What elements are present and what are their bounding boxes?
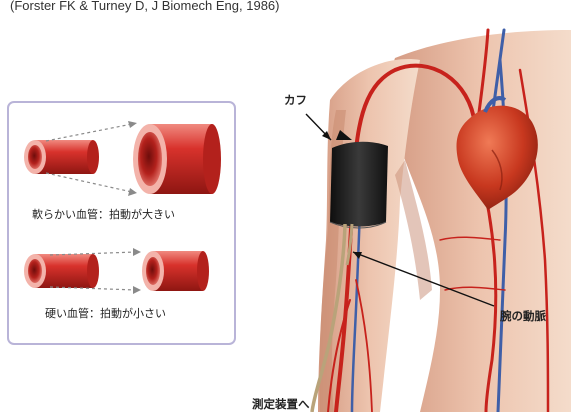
soft-vessel-caption: 軟らかい血管：拍動が大きい (32, 206, 175, 222)
hard-vessel-after (142, 251, 209, 291)
soft-vessel-small (24, 140, 99, 174)
soft-vessel-large (133, 124, 221, 194)
brachial-artery-label: 腕の動脈 (500, 308, 546, 324)
hard-vessel-caption: 硬い血管：拍動が小さい (45, 305, 166, 321)
cuff-label: カフ (284, 92, 307, 108)
to-device-label: 測定装置へ (252, 396, 310, 412)
hard-vessel-small (24, 254, 99, 288)
